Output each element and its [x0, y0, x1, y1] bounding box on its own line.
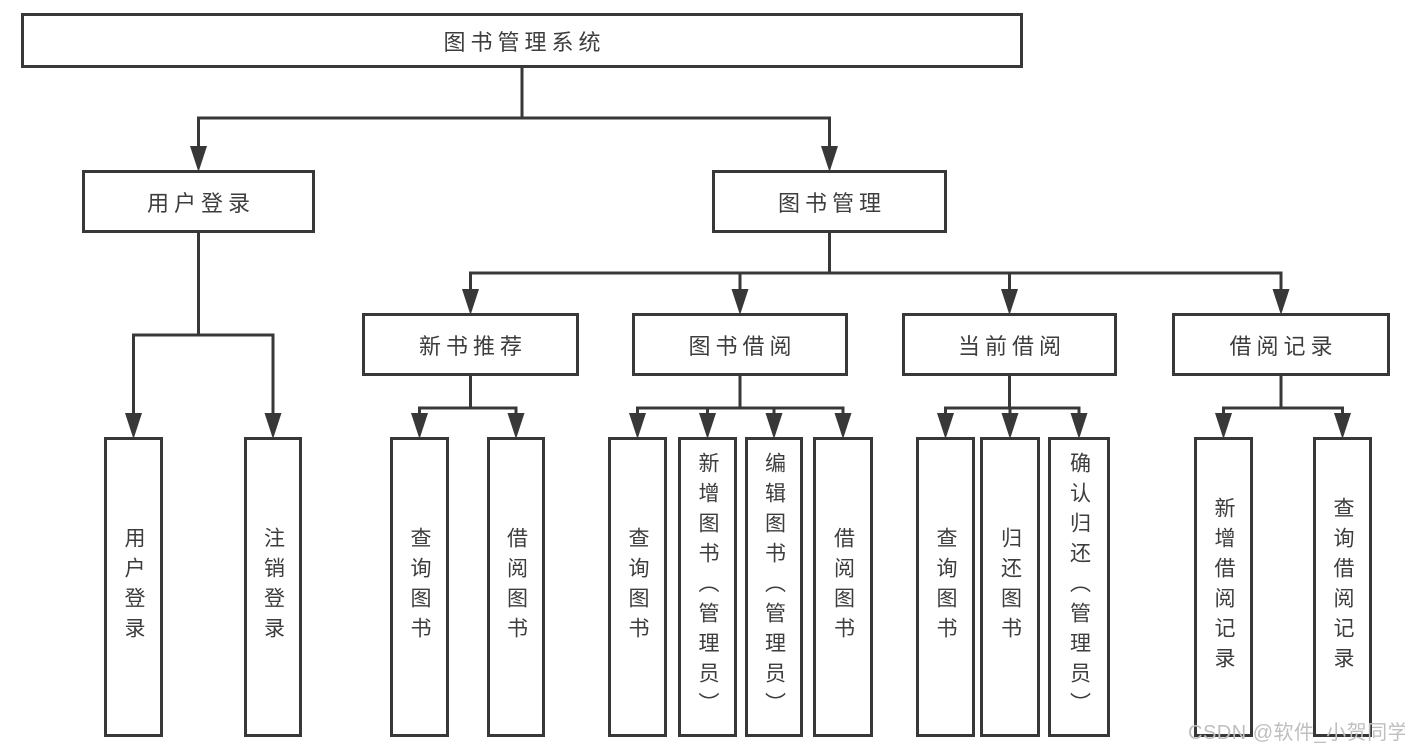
leaf-borrow-books-1: 借阅图书	[487, 437, 545, 737]
leaf-confirm-return-admin: 确认归还（管理员）	[1048, 437, 1110, 737]
arrow-down-icon	[1215, 413, 1232, 439]
arrow-down-icon	[1001, 413, 1019, 439]
leaf-edit-books-admin: 编辑图书（管理员）	[745, 437, 803, 737]
arrow-down-icon	[1001, 289, 1018, 315]
leaf-query-books-1: 查询图书	[390, 437, 449, 737]
arrow-down-icon	[834, 413, 852, 439]
node-root-system: 图书管理系统	[21, 13, 1023, 68]
node-new-book-recommend: 新书推荐	[362, 313, 579, 376]
leaf-add-books-admin: 新增图书（管理员）	[678, 437, 737, 737]
arrow-down-icon	[699, 413, 716, 439]
leaf-return-books: 归还图书	[980, 437, 1040, 737]
arrow-down-icon	[629, 413, 646, 439]
arrow-down-icon	[1070, 413, 1088, 439]
node-borrowing-records: 借阅记录	[1172, 313, 1390, 376]
leaf-borrow-books-2: 借阅图书	[813, 437, 873, 737]
arrow-down-icon	[462, 289, 479, 315]
node-user-login-module: 用户登录	[82, 170, 315, 233]
leaf-logout: 注销登录	[244, 437, 302, 737]
leaf-query-books-2: 查询图书	[608, 437, 667, 737]
node-current-borrowing: 当前借阅	[902, 313, 1117, 376]
csdn-watermark: CSDN @软件_小贺同学	[1188, 722, 1405, 744]
leaf-query-books-3: 查询图书	[916, 437, 975, 737]
arrow-down-icon	[264, 413, 282, 439]
arrow-down-icon	[507, 413, 525, 439]
arrow-down-icon	[765, 413, 783, 439]
arrow-down-icon	[190, 146, 207, 172]
arrow-down-icon	[125, 413, 142, 439]
arrow-down-icon	[411, 413, 428, 439]
leaf-user-login: 用户登录	[104, 437, 163, 737]
leaf-add-borrow-record: 新增借阅记录	[1194, 437, 1253, 737]
leaf-query-borrow-record: 查询借阅记录	[1313, 437, 1372, 737]
arrow-down-icon	[1334, 413, 1351, 439]
arrow-down-icon	[937, 413, 954, 439]
arrow-down-icon	[1272, 289, 1290, 315]
node-book-management-module: 图书管理	[712, 170, 947, 233]
arrow-down-icon	[821, 146, 838, 172]
node-book-borrowing: 图书借阅	[632, 313, 848, 376]
arrow-down-icon	[731, 289, 749, 315]
